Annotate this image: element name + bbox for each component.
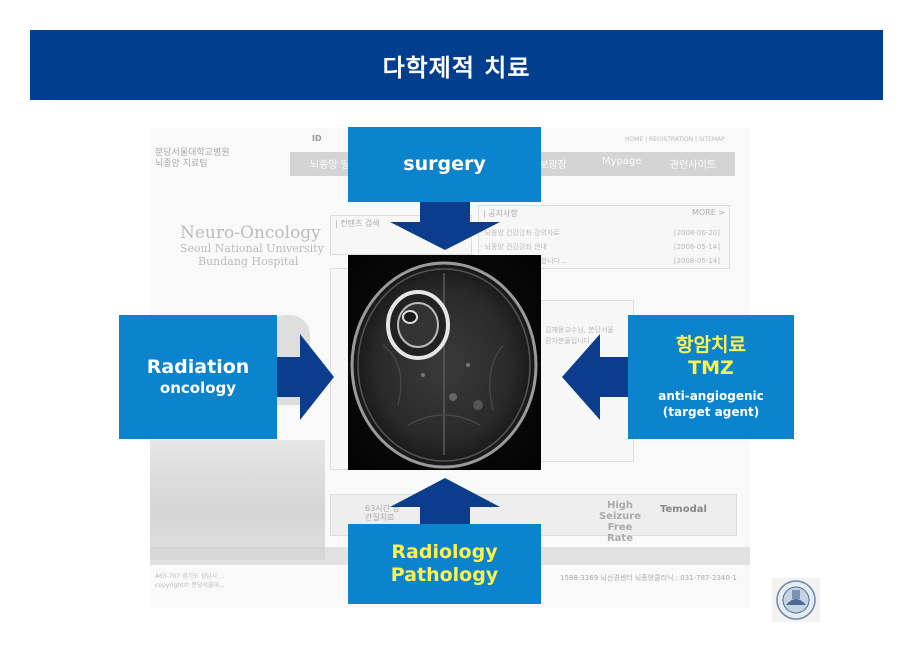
radiology-label: Radiology <box>391 541 498 563</box>
bg-id-label: ID <box>312 134 322 143</box>
bg-footer-line2: copyright© 분당서울대... <box>155 582 225 589</box>
bg-banner-63-line1: 63시간 방 <box>365 504 400 513</box>
bg-temodal-logo: Temodal <box>660 504 707 515</box>
bg-search-title: | 컨텐츠 검색 <box>335 219 380 228</box>
bg-notice-title: | 공지사항 <box>483 209 518 218</box>
anti-angiogenic-label: anti-angiogenic <box>658 389 764 403</box>
bg-high-line3: Rate <box>606 533 633 544</box>
bg-notice-row: · 뇌종양 건강강좌 강의자료 [2008-06-20] <box>480 226 720 240</box>
bg-hospital-name: 분당서울대학교병원 뇌종양 지료팀 <box>155 148 230 170</box>
bg-banner-63-line2: 간질치료 <box>365 513 395 522</box>
bg-high-line1: High <box>606 500 634 511</box>
surgery-box: surgery <box>348 127 541 202</box>
target-agent-label: (target agent) <box>662 405 760 419</box>
bg-notice-date: [2008-05-14] <box>673 257 720 265</box>
pathology-label: Pathology <box>390 564 499 586</box>
slide-title: 다학제적 치료 <box>30 30 883 100</box>
neurosurgery-seal-logo <box>772 578 820 622</box>
bg-top-links: HOME | REGISTRATION | SITEMAP <box>625 136 725 143</box>
bg-nav-item-2: 정보광장 <box>530 160 567 171</box>
bg-neuro-oncology-logo: Neuro-Oncology Seoul National University… <box>180 224 324 268</box>
arrow-up-from-radiology <box>390 478 500 524</box>
bg-mid-text-2: 환자분들입니다. <box>545 337 593 345</box>
chemotherapy-box: 항암치료 TMZ anti-angiogenic (target agent) <box>628 315 794 439</box>
bg-logo-line-3: Bundang Hospital <box>198 255 299 268</box>
radiology-pathology-box: Radiology Pathology <box>348 524 541 604</box>
bg-logo-line-1: Neuro-Oncology <box>180 223 321 243</box>
radiation-label: Radiation <box>146 356 250 378</box>
bg-middle-text: 김재용교수님, 분당서울 환자분들입니다. <box>545 325 614 347</box>
bg-nav-item-4: 관련사이트 <box>670 160 716 171</box>
arrow-down-from-surgery <box>390 202 500 250</box>
bg-more-link: MORE > <box>691 208 725 217</box>
oncology-label: oncology <box>159 379 237 397</box>
tmz-label: TMZ <box>688 357 734 379</box>
bg-footer-contact: 1588-3369 뇌신경센터 뇌종양클리닉 : 031-787-2340-1 <box>560 574 737 582</box>
bg-hospital-name-2: 뇌종양 지료팀 <box>155 159 208 169</box>
bg-team-photo <box>150 440 325 560</box>
bg-footer-line1: 463-707 경기도 성남시 ... <box>155 573 225 580</box>
bg-nav-item-1: 뇌종양 일 <box>310 160 350 171</box>
arrow-left-from-chemo <box>562 334 628 420</box>
brain-mri-image <box>348 255 541 470</box>
bg-nav-item-3: Mypage <box>602 156 642 167</box>
bg-mid-text-1: 김재용교수님, 분당서울 <box>545 326 614 334</box>
brain-mri-drawing <box>348 255 541 470</box>
bg-notice-text: · 뇌종양 건강강좌 강의자료 <box>480 229 560 237</box>
bg-hospital-name-1: 분당서울대학교병원 <box>155 148 230 158</box>
surgery-label: surgery <box>403 153 486 175</box>
radiation-oncology-box: Radiation oncology <box>119 315 277 439</box>
bg-banner-63: 63시간 방 간질치료 <box>365 504 400 522</box>
chemo-label: 항암치료 <box>676 334 746 356</box>
bg-logo-line-2: Seoul National University <box>180 242 324 255</box>
bg-high-line2: Seizure Free <box>598 511 642 533</box>
bg-notice-date: [2008-06-20] <box>673 229 720 237</box>
bg-notice-date: [2008-05-14] <box>673 243 720 251</box>
bg-high-seizure-banner: High Seizure Free Rate <box>585 500 655 544</box>
bg-notice-row: · 뇌종양 건강강좌 안내 [2008-05-14] <box>480 240 720 254</box>
arrow-right-from-radiation <box>277 334 334 420</box>
bg-notice-text: · 뇌종양 건강강좌 안내 <box>480 243 547 251</box>
bg-footer-address: 463-707 경기도 성남시 ... copyright© 분당서울대... <box>155 572 225 590</box>
